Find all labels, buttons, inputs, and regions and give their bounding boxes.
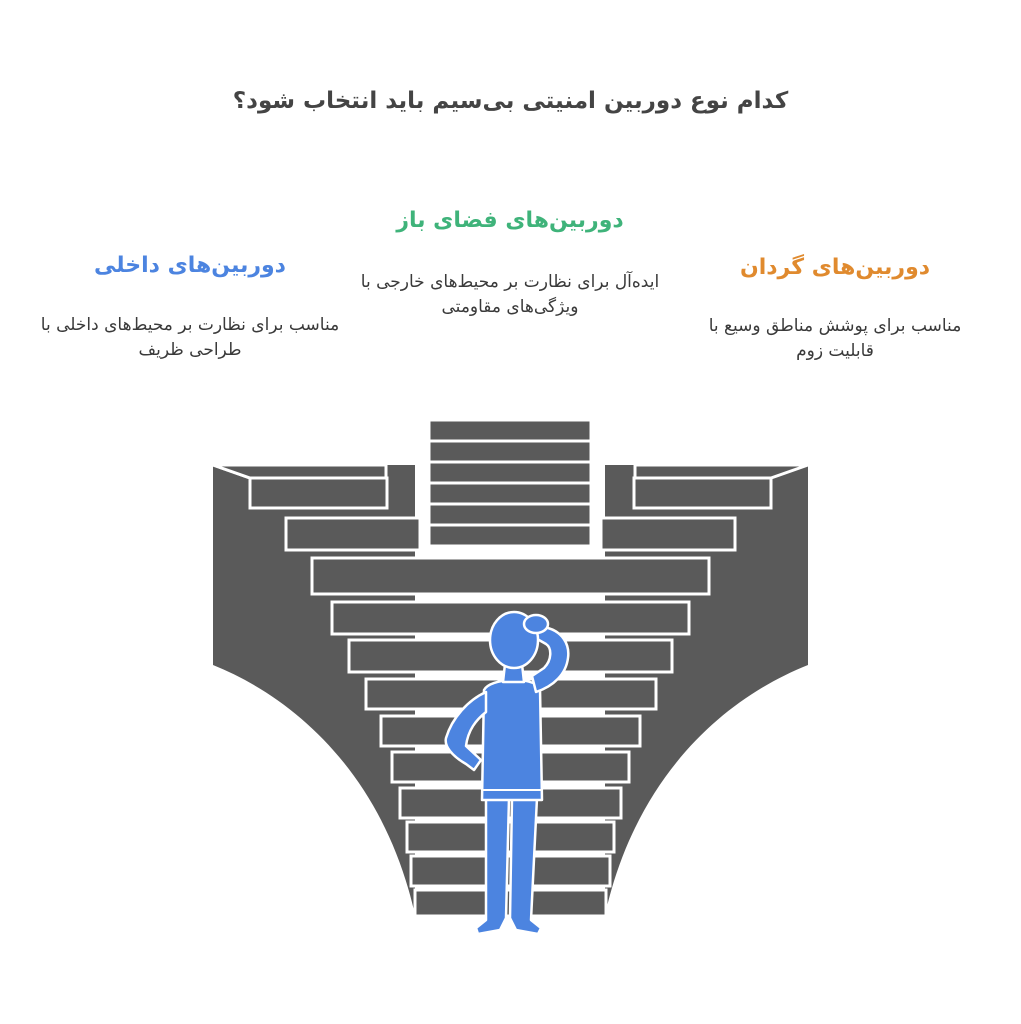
person-left-arm xyxy=(444,690,488,772)
stairs-right-branch xyxy=(599,463,809,552)
stair-center-step xyxy=(427,523,593,548)
option-outdoor-title: دوربین‌های فضای باز xyxy=(396,208,624,233)
option-outdoor-description: ایده‌آل برای نظارت بر محیط‌های خارجی با … xyxy=(360,272,660,317)
stair-left-top xyxy=(212,463,388,480)
stair-right-top xyxy=(633,463,809,480)
stair-center-step xyxy=(427,439,593,464)
stair-center-step xyxy=(427,481,593,506)
page-title: کدام نوع دوربین امنیتی بی‌سیم باید انتخا… xyxy=(232,88,789,114)
option-indoor-description: مناسب برای نظارت بر محیط‌های داخلی با طر… xyxy=(40,315,340,360)
stair-right-step xyxy=(599,516,737,552)
stair-left-step xyxy=(284,516,422,552)
stairs-left-branch xyxy=(212,463,422,552)
option-ptz-title: دوربین‌های گردان xyxy=(739,255,931,280)
stairs-center-column xyxy=(427,418,593,548)
stair-center-step xyxy=(427,418,593,443)
stair-right-step xyxy=(632,476,773,510)
option-ptz-description: مناسب برای پوشش مناطق وسیع با قابلیت زوم xyxy=(708,316,962,361)
person-hand xyxy=(522,613,550,635)
thinking-person-icon xyxy=(444,610,570,936)
stair-center-step xyxy=(427,502,593,527)
person-right-leg xyxy=(508,796,543,936)
stair-main-step xyxy=(310,556,711,596)
option-indoor-title: دوربین‌های داخلی xyxy=(94,253,286,278)
person-torso xyxy=(480,678,544,802)
person-right-arm xyxy=(530,624,570,694)
stair-left-step xyxy=(248,476,389,510)
person-left-leg xyxy=(474,796,511,936)
stair-center-step xyxy=(427,460,593,485)
